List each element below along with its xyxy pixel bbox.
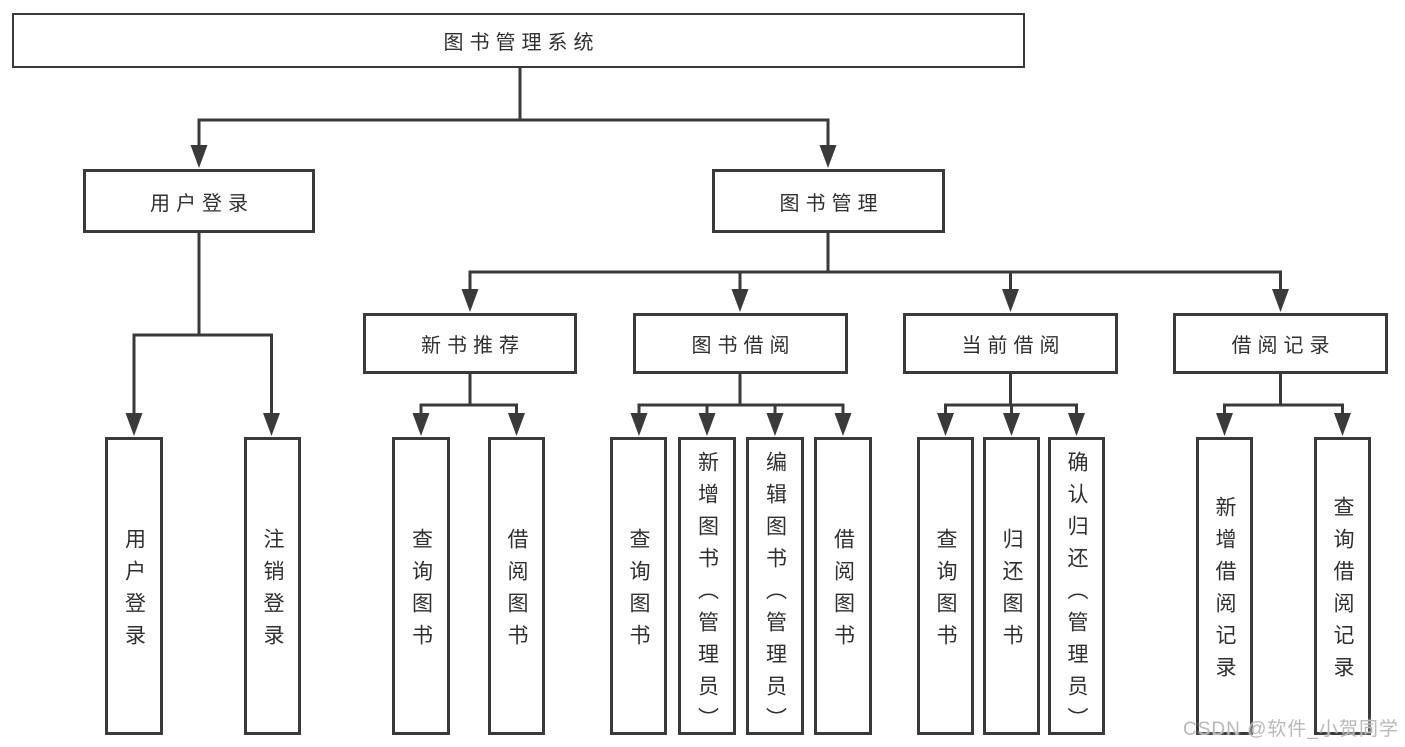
leaf-borrow-add-books-admin-label: 新增图书（管理员） (695, 451, 719, 739)
leaf-newbook-borrow-books-label: 借阅图书 (505, 527, 528, 656)
node-new-book-recommend-label: 新书推荐 (421, 335, 525, 357)
leaf-current-confirm-return-admin: 确认归还（管理员） (1048, 437, 1105, 739)
leaf-records-add-record: 新增借阅记录 (1196, 437, 1253, 735)
leaf-borrow-query-books: 查询图书 (610, 437, 667, 735)
arrowheads (125, 145, 1351, 436)
leaf-logout: 注销登录 (244, 437, 301, 735)
node-borrowing-records: 借阅记录 (1173, 313, 1388, 374)
csdn-watermark: CSDN @软件_小贺同学 (1183, 719, 1399, 740)
node-user-login-label: 用户登录 (150, 192, 254, 215)
node-system: 图书管理系统 (12, 13, 1025, 68)
leaf-current-query-books-label: 查询图书 (934, 527, 957, 656)
leaf-current-return-books: 归还图书 (983, 437, 1040, 735)
leaf-current-confirm-return-admin-label: 确认归还（管理员） (1065, 451, 1088, 739)
leaf-current-return-books-label: 归还图书 (1000, 527, 1023, 656)
node-new-book-recommend: 新书推荐 (363, 313, 577, 374)
node-borrowing-records-label: 借阅记录 (1231, 335, 1336, 357)
node-current-borrowing: 当前借阅 (903, 313, 1118, 374)
leaf-records-query-record-label: 查询借阅记录 (1331, 495, 1354, 688)
node-current-borrowing-label: 当前借阅 (961, 335, 1066, 357)
leaf-logout-label: 注销登录 (261, 527, 284, 656)
tree-edges (132, 66, 1344, 422)
leaf-user-login-label: 用户登录 (122, 527, 146, 656)
leaf-newbook-borrow-books: 借阅图书 (488, 437, 545, 735)
leaf-current-query-books: 查询图书 (917, 437, 974, 735)
node-system-label: 图书管理系统 (443, 32, 600, 54)
node-book-management: 图书管理 (712, 169, 945, 233)
leaf-user-login: 用户登录 (105, 437, 163, 735)
leaf-records-query-record: 查询借阅记录 (1314, 437, 1371, 735)
leaf-borrow-edit-books-admin-label: 编辑图书（管理员） (763, 451, 787, 739)
leaf-borrow-query-books-label: 查询图书 (627, 527, 650, 656)
node-book-borrowing: 图书借阅 (633, 313, 848, 374)
leaf-records-add-record-label: 新增借阅记录 (1213, 495, 1236, 688)
leaf-borrow-borrow-books: 借阅图书 (814, 437, 872, 735)
node-book-borrowing-label: 图书借阅 (691, 335, 796, 357)
leaf-borrow-borrow-books-label: 借阅图书 (831, 527, 855, 656)
leaf-newbook-query-books: 查询图书 (392, 437, 450, 735)
leaf-borrow-edit-books-admin: 编辑图书（管理员） (746, 437, 804, 739)
node-book-management-label: 图书管理 (779, 192, 884, 215)
leaf-borrow-add-books-admin: 新增图书（管理员） (678, 437, 736, 739)
leaf-newbook-query-books-label: 查询图书 (409, 527, 433, 656)
node-user-login: 用户登录 (83, 169, 315, 233)
